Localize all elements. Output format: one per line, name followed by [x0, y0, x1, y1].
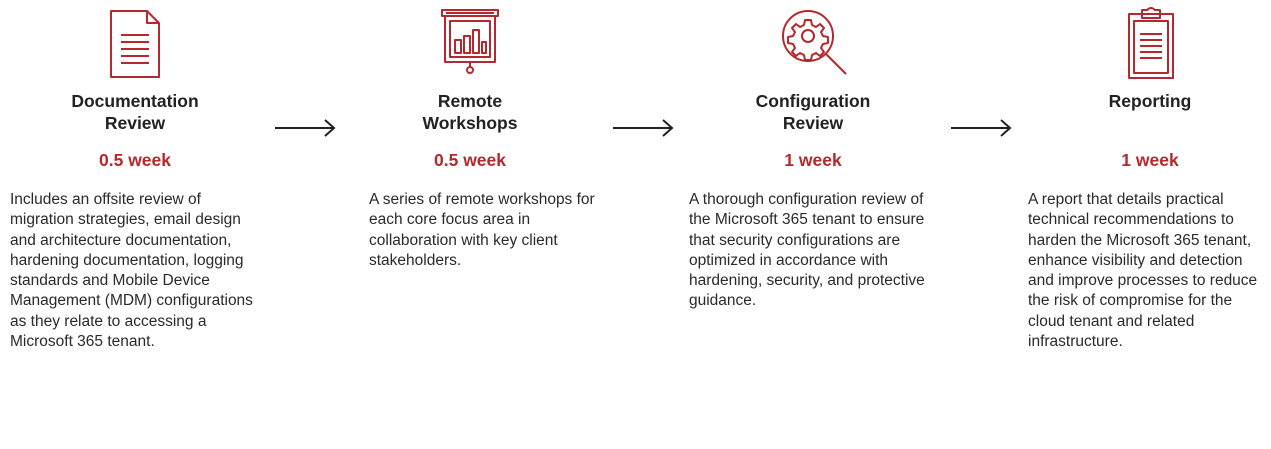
step-duration: 0.5 week [434, 150, 506, 170]
presentation-board-icon [440, 4, 500, 80]
step-description: Includes an offsite review of migration … [10, 191, 253, 351]
document-icon [105, 6, 165, 82]
step-title: Reporting [1108, 91, 1192, 111]
step-duration: 1 week [784, 150, 842, 170]
step-title: Remote Workshops [422, 91, 518, 133]
step-title: Configuration Review [755, 91, 871, 133]
step-duration: 1 week [1121, 150, 1179, 170]
arrow-right-icon [951, 118, 1013, 138]
clipboard-icon [1121, 6, 1181, 82]
step-title: Documentation Review [71, 91, 199, 133]
step-duration: 0.5 week [99, 150, 171, 170]
arrow-right-icon [613, 118, 675, 138]
step-description: A thorough configuration review of the M… [689, 191, 925, 310]
gear-magnifier-icon [780, 6, 847, 82]
step-description: A series of remote workshops for each co… [369, 191, 595, 269]
arrow-right-icon [275, 118, 337, 138]
step-description: A report that details practical technica… [1028, 191, 1258, 351]
